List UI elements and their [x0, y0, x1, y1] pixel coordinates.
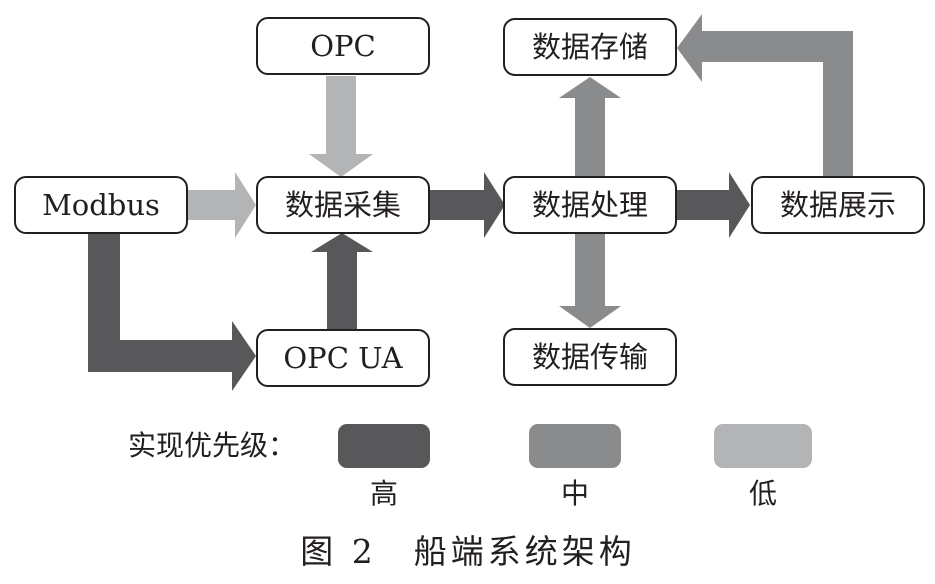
node-data-store: 数据存储 [503, 18, 677, 76]
arrow-data-process-to-data-store [559, 77, 621, 177]
arrow-data-process-to-data-transfer [559, 233, 621, 328]
node-opc-ua: OPC UA [256, 329, 430, 387]
legend-label: 实现优先级： [128, 429, 296, 462]
node-modbus-label: Modbus [42, 188, 160, 222]
legend-swatch-high [338, 424, 430, 468]
node-opc: OPC [256, 17, 430, 75]
arrow-data-display-to-data-store [677, 14, 853, 177]
node-opc-ua-label: OPC UA [283, 341, 403, 375]
node-data-display-label: 数据展示 [780, 188, 896, 222]
node-opc-label: OPC [310, 29, 375, 63]
node-data-display: 数据展示 [751, 176, 925, 234]
node-data-store-label: 数据存储 [532, 30, 648, 64]
node-data-transfer-label: 数据传输 [532, 340, 648, 374]
arrow-modbus-to-opc-ua [88, 231, 256, 391]
node-data-collect: 数据采集 [256, 176, 430, 234]
arrow-modbus-to-data-collect [187, 172, 256, 238]
legend-label-low: 低 [749, 477, 777, 510]
node-data-process: 数据处理 [503, 176, 677, 234]
node-data-collect-label: 数据采集 [285, 188, 401, 222]
legend: 实现优先级： 高 中 低 [128, 424, 812, 510]
legend-label-medium: 中 [561, 477, 589, 510]
legend-swatch-medium [529, 424, 621, 468]
arrow-opc-ua-to-data-collect [311, 233, 373, 331]
legend-swatch-low [714, 424, 812, 468]
legend-label-high: 高 [370, 477, 398, 510]
node-data-process-label: 数据处理 [532, 188, 648, 222]
figure-caption: 图 2 船端系统架构 [300, 532, 636, 571]
arrow-opc-to-data-collect [309, 76, 373, 177]
node-modbus: Modbus [14, 176, 188, 234]
node-data-transfer: 数据传输 [503, 328, 677, 386]
arrow-data-process-to-data-display [677, 172, 750, 238]
arrow-data-collect-to-data-process [430, 172, 505, 238]
